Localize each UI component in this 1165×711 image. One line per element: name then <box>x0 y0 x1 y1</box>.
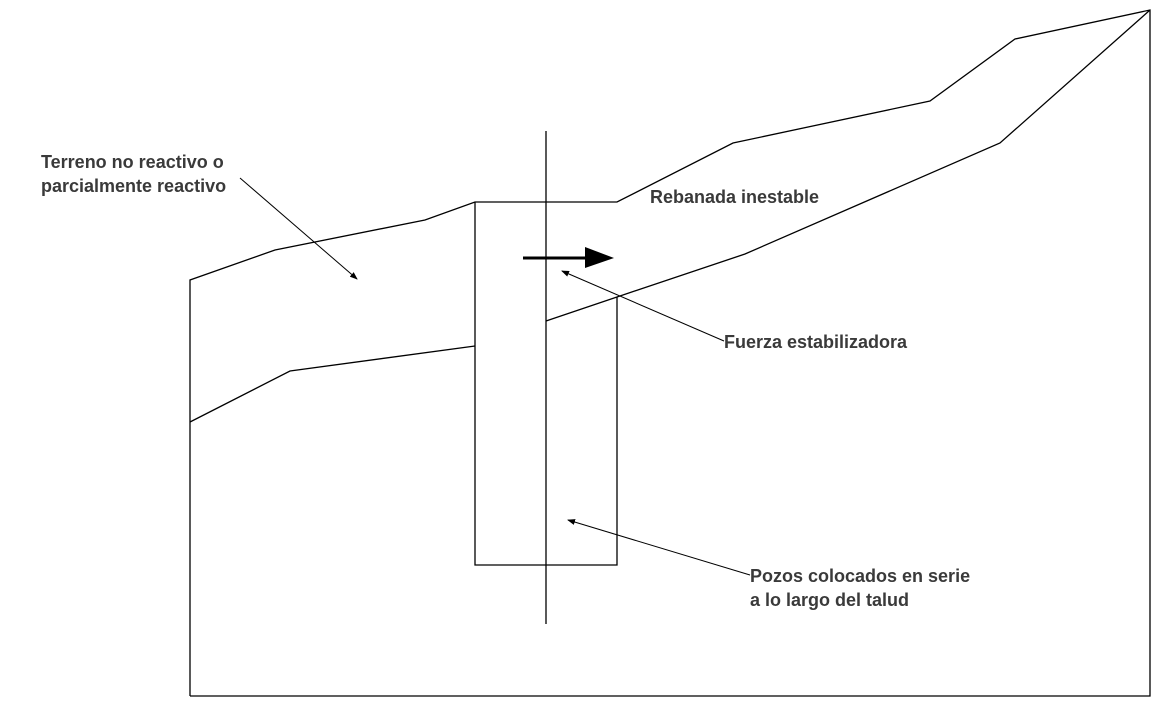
leader-wells <box>567 519 751 576</box>
unstable-slice-label: Rebanada inestable <box>650 187 820 207</box>
stabilizing-force-arrow-head <box>585 247 614 268</box>
stabilizing-force-label: Fuerza estabilizadora <box>724 332 908 352</box>
wells-label-line1: Pozos colocados en serie <box>750 566 971 586</box>
terrain-label: Terreno no reactivo o parcialmente react… <box>41 150 226 198</box>
terrain-label-line1: Terreno no reactivo o <box>41 152 224 172</box>
wells-label: Pozos colocados en serie a lo largo del … <box>750 564 970 612</box>
leader-force <box>561 270 725 342</box>
ground-surface-outline <box>189 9 1151 697</box>
failure-surface <box>545 9 1151 322</box>
layer-boundary-left <box>189 345 476 423</box>
terrain-label-line2: parcialmente reactivo <box>41 176 227 196</box>
leader-terrain <box>239 177 358 280</box>
wells-label-line2: a lo largo del talud <box>750 590 910 610</box>
